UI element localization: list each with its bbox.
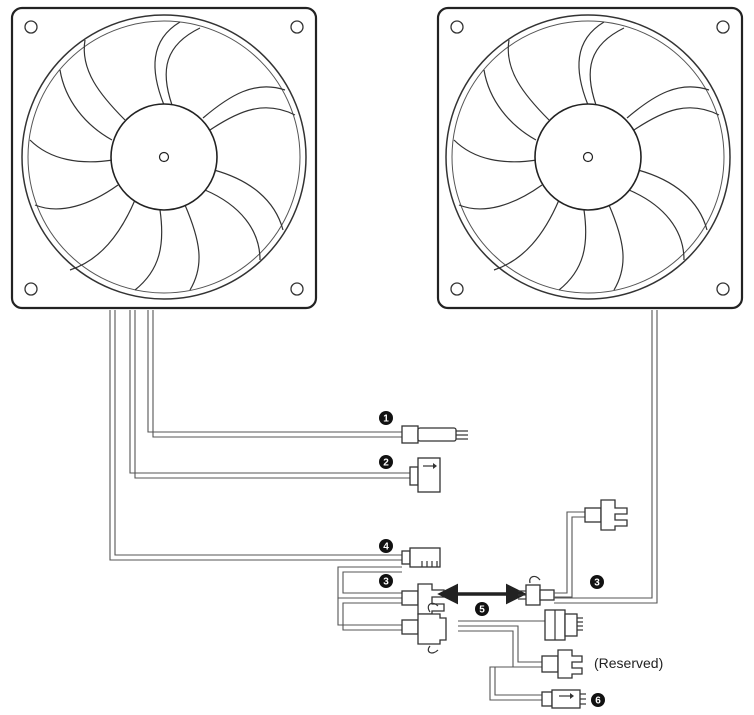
connector-argb-small [541, 689, 586, 709]
hub-wires [337, 566, 545, 701]
callout-4: 4 [379, 539, 393, 553]
connector-splitter-female [401, 602, 447, 654]
svg-text:6: 6 [595, 696, 601, 707]
svg-text:3: 3 [594, 578, 600, 589]
callout-2: 2 [379, 455, 393, 469]
connector-3pin-male [518, 575, 555, 606]
mounting-hole [290, 20, 304, 34]
connector-molex [544, 609, 583, 641]
right-fan-cable [554, 310, 658, 604]
connector-reserved [541, 649, 583, 679]
callout-1: 1 [379, 411, 393, 425]
reserved-label: (Reserved) [594, 655, 663, 671]
connector-top-right [554, 499, 628, 598]
connector-3pin-plug [401, 425, 468, 444]
connector-multipin [401, 547, 441, 568]
callout-5: 5 [475, 602, 489, 616]
mounting-hole [450, 20, 464, 34]
svg-text:4: 4 [383, 542, 389, 553]
svg-text:2: 2 [383, 458, 389, 469]
svg-text:3: 3 [383, 577, 389, 588]
svg-text:1: 1 [383, 414, 389, 425]
callout-3-right: 3 [590, 575, 604, 589]
fan-left [10, 6, 318, 310]
connector-argb-plug [409, 457, 441, 493]
mounting-hole [24, 282, 38, 296]
fan-right [436, 6, 744, 310]
callout-6: 6 [591, 693, 605, 707]
left-fan-cables [109, 310, 410, 561]
mounting-hole [716, 282, 730, 296]
mounting-hole [290, 282, 304, 296]
fan-blades [453, 21, 720, 291]
connector-3pin-female [401, 583, 445, 615]
mounting-hole [716, 20, 730, 34]
svg-text:5: 5 [479, 605, 485, 616]
mounting-hole [24, 20, 38, 34]
callout-3-left: 3 [379, 574, 393, 588]
mounting-hole [450, 282, 464, 296]
fan-blades [29, 21, 296, 291]
